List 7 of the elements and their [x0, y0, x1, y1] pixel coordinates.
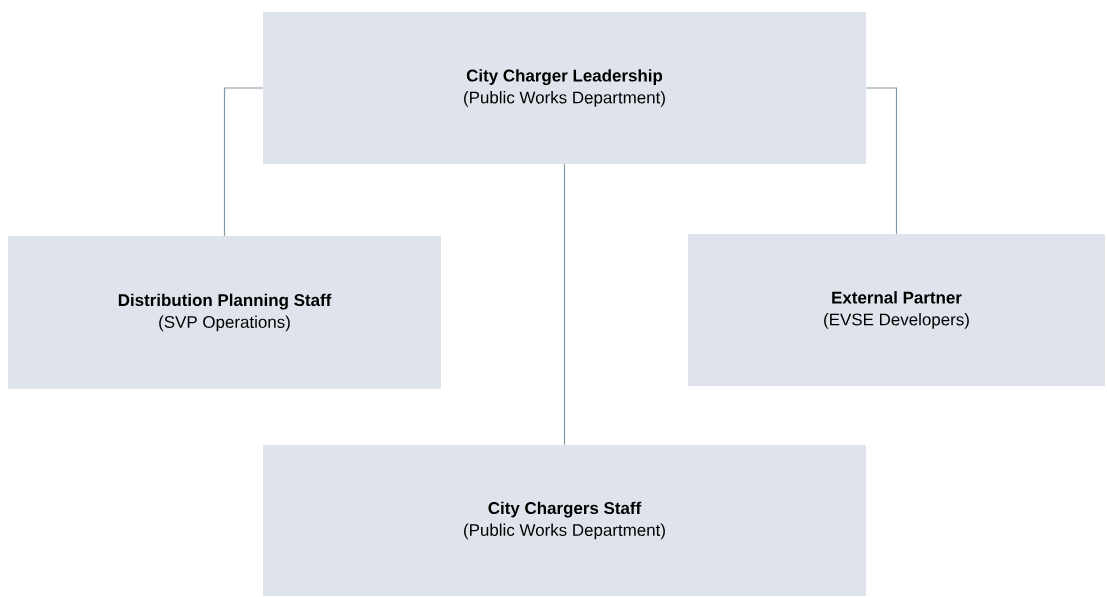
connector-line: [865, 87, 898, 235]
connector-line: [223, 87, 264, 237]
org-box: Distribution Planning Staff (SVP Operations): [8, 236, 441, 389]
org-box: External Partner (EVSE Developers): [688, 234, 1105, 386]
org-box: City Chargers Staff (Public Works Department): [263, 445, 866, 596]
org-box: City Charger Leadership (Public Works Department): [263, 12, 866, 164]
connector-line: [563, 163, 566, 446]
